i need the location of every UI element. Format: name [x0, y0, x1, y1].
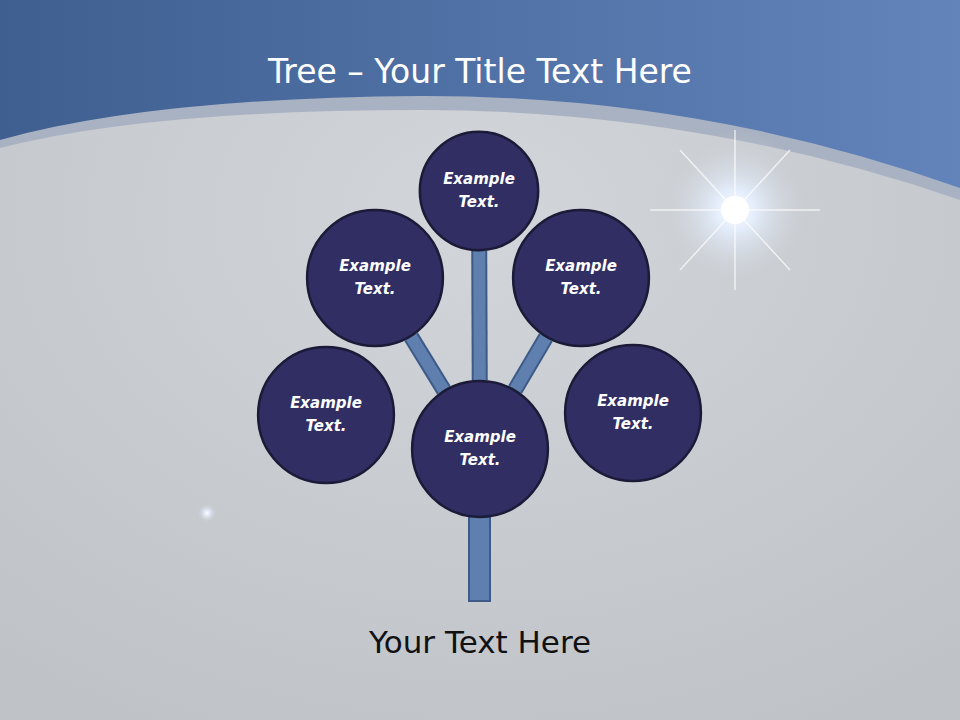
branch-line [515, 337, 546, 389]
text-holder: Example Text. [284, 392, 368, 438]
tree-circle: Example Text. [563, 343, 703, 483]
circle-outline [307, 210, 443, 346]
circle-shape [410, 379, 550, 519]
branch-connector [479, 251, 481, 380]
node-label: Example Text. [437, 168, 521, 214]
tree-circle: Example Text. [410, 379, 550, 519]
branch-line [515, 337, 546, 389]
branch-line [473, 251, 486, 380]
text-holder: Example Text. [539, 255, 623, 301]
circle-shape [511, 208, 651, 348]
circle-shape [418, 130, 540, 252]
circle-shape [563, 343, 703, 483]
circle-shape [256, 345, 396, 485]
text-holder: Example Text. [333, 255, 417, 301]
tree-circle: Example Text. [511, 208, 651, 348]
node-label: Example Text. [284, 392, 368, 438]
circle-outline [258, 347, 394, 483]
tree-circle: Example Text. [256, 345, 396, 485]
branch-line [471, 251, 488, 380]
node-label: Example Text. [438, 426, 522, 472]
node-label: Example Text. [591, 390, 675, 436]
branch-line [411, 337, 444, 390]
tree-circle: Example Text. [305, 208, 445, 348]
branch-connector [411, 337, 444, 390]
circle-outline [513, 210, 649, 346]
branch-line [411, 337, 444, 390]
tree-circle: Example Text. [418, 130, 540, 252]
circle-outline [420, 132, 538, 250]
caption: Your Text Here [0, 624, 960, 660]
text-holder: Example Text. [591, 390, 675, 436]
circle-shape [305, 208, 445, 348]
text-holder: Example Text. [437, 168, 521, 214]
title: Tree – Your Title Text Here [0, 52, 960, 91]
branch-connector [515, 337, 546, 389]
text-holder: Example Text. [438, 426, 522, 472]
node-label: Example Text. [539, 255, 623, 301]
circle-outline [565, 345, 701, 481]
node-label: Example Text. [333, 255, 417, 301]
circle-outline [412, 381, 548, 517]
